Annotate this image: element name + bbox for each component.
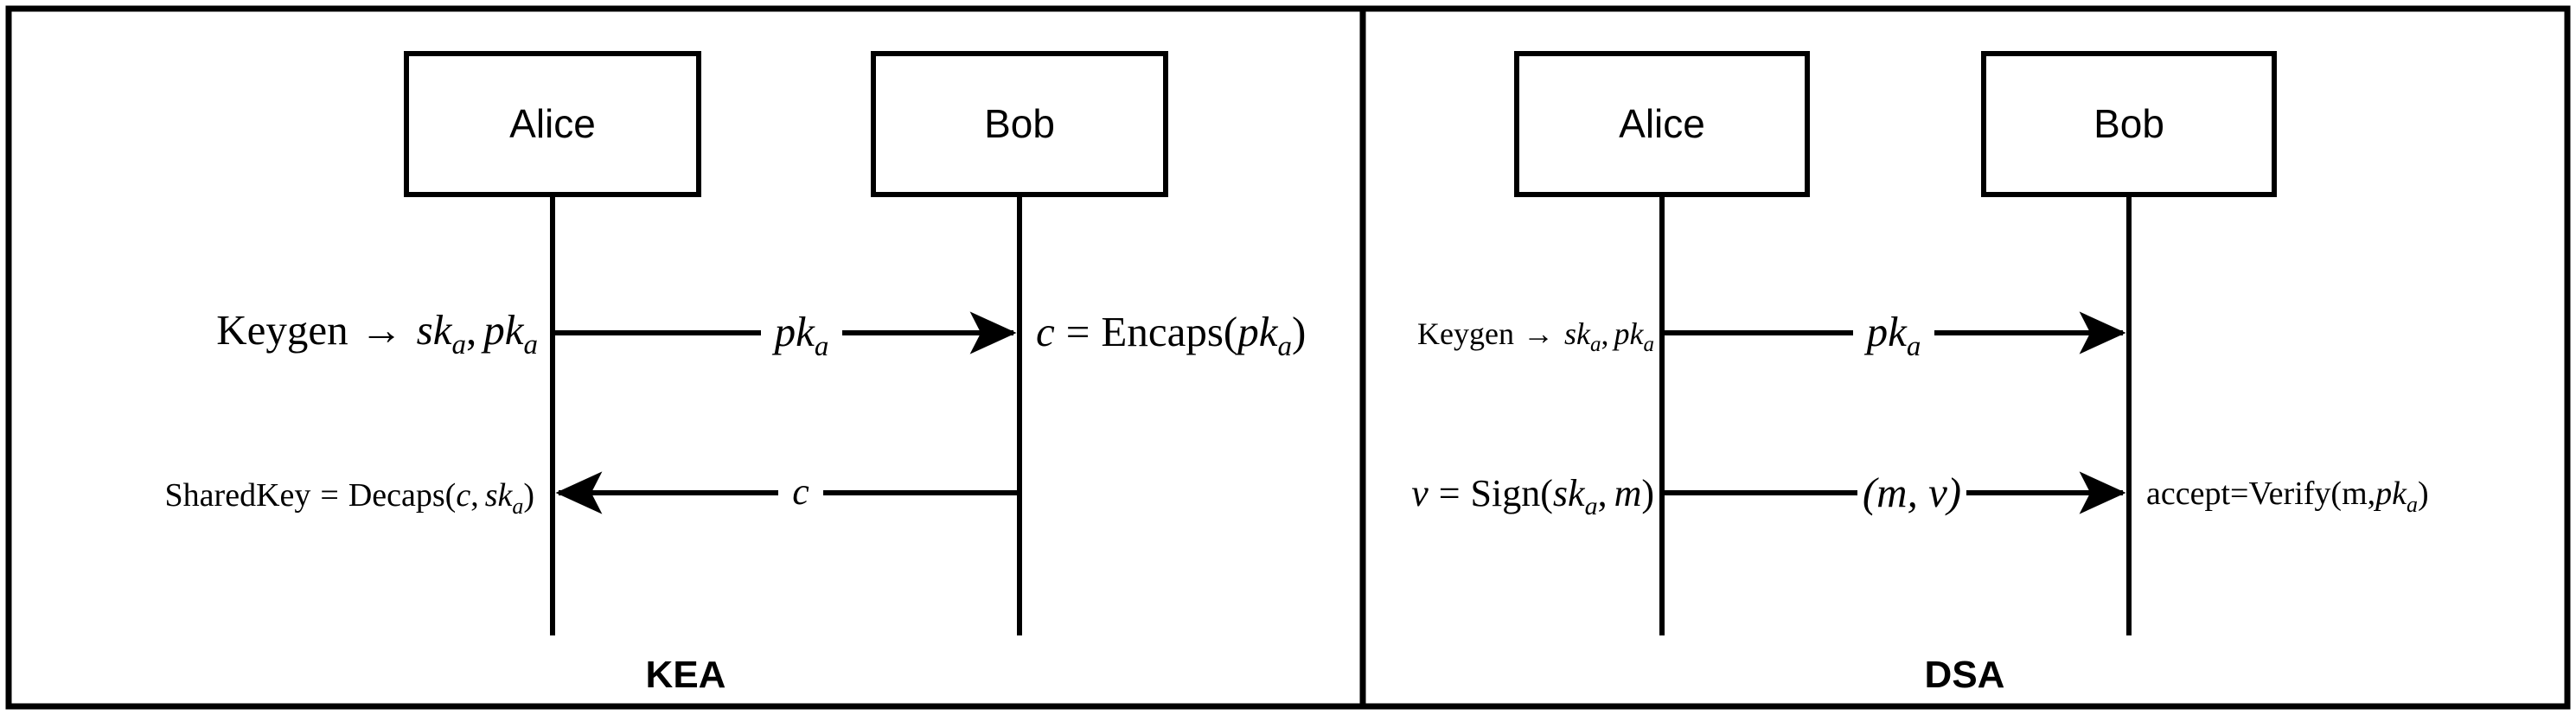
kea-bob-label: Bob <box>984 101 1055 146</box>
dsa-alice-label: Alice <box>1619 101 1705 146</box>
dsa-bob-box[interactable] <box>1981 51 2277 197</box>
kea-actor-alice[interactable]: Alice <box>404 51 701 197</box>
dsa-panel-title: DSA <box>1925 654 2005 696</box>
dsa-actor-alice[interactable]: Alice <box>1514 51 1810 197</box>
kea-alice-box[interactable] <box>404 51 701 197</box>
panel-dsa: Alice Bob Keygen→ska,pka pka v=Sign(ska,… <box>1411 51 2429 696</box>
dsa-step1-left-note: Keygen→ska,pka <box>1417 316 1654 356</box>
kea-step1-right-note: c=Encaps(pka) <box>1036 308 1306 362</box>
dsa-step1-message-label: pka <box>1864 308 1921 362</box>
kea-alice-label: Alice <box>509 101 596 146</box>
kea-step-1: Keygen→ska,pka pka c=Encaps(pka) <box>216 306 1306 362</box>
kea-panel-title: KEA <box>646 654 726 696</box>
dsa-step2-label-backdrop <box>1857 472 1966 514</box>
dsa-actor-bob[interactable]: Bob <box>1981 51 2277 197</box>
kea-step-2: SharedKey=Decaps(c,ska) c <box>165 470 1020 519</box>
dsa-step-2: v=Sign(ska,m) (m, v) accept=Verify(m,pka… <box>1411 469 2428 520</box>
kea-step1-message-label: pka <box>772 308 829 362</box>
dsa-step-1: Keygen→ska,pka pka <box>1417 308 2126 362</box>
panel-kea: Alice Bob Keygen→ska,pka pka c=Encaps( <box>165 51 1306 696</box>
kea-step1-label-backdrop <box>761 313 842 353</box>
kea-step1-left-note: Keygen→ska,pka <box>216 306 538 361</box>
kea-step2-label-backdrop <box>778 474 823 510</box>
dsa-step2-right-note: accept=Verify(m,pka) <box>2146 476 2429 517</box>
dsa-bob-label: Bob <box>2093 101 2164 146</box>
kea-step2-message-label: c <box>792 470 809 513</box>
kea-bob-box[interactable] <box>871 51 1168 197</box>
kea-step2-left-note: SharedKey=Decaps(c,ska) <box>165 477 534 519</box>
kea-actor-bob[interactable]: Bob <box>871 51 1168 197</box>
dsa-step2-left-note: v=Sign(ska,m) <box>1411 472 1654 520</box>
dsa-step1-label-backdrop <box>1853 313 1934 353</box>
dsa-step2-message-label: (m, v) <box>1863 469 1961 516</box>
